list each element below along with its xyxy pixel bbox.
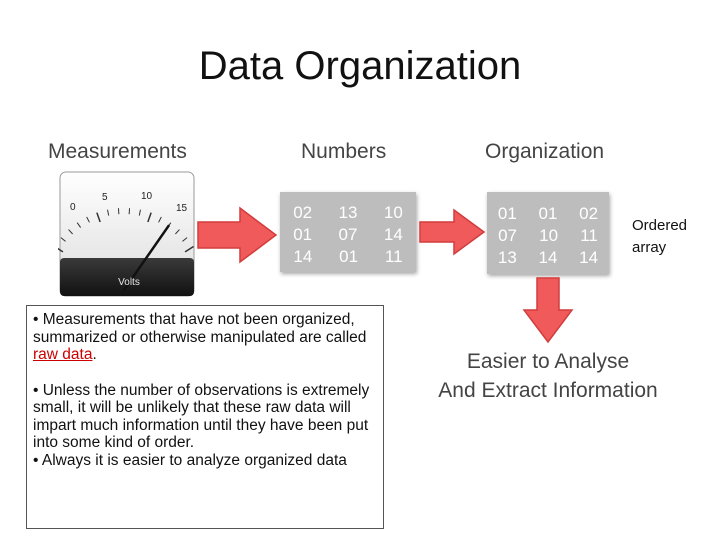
meter-tick (147, 212, 152, 223)
raw-data-term: raw data (33, 346, 93, 363)
number-cell: 01 (293, 225, 313, 244)
result-line2: And Extract Information (438, 379, 658, 402)
meter-tick (86, 216, 90, 223)
meter-needle (122, 224, 170, 292)
ordered-label-line2: array (632, 239, 667, 256)
ordered-cell: 10 (539, 226, 559, 245)
meter-scale-10: 10 (141, 191, 153, 202)
ordered-cell: 07 (498, 226, 517, 245)
numbers-row: 14 01 11 (280, 246, 416, 268)
number-cell: 10 (383, 203, 403, 222)
paragraph-raw-data-text: • Measurements that have not been organi… (33, 311, 367, 346)
meter-tick (107, 209, 110, 216)
number-cell: 01 (339, 247, 359, 266)
ordered-array-label: Ordered array (632, 215, 687, 259)
meter-tick (138, 209, 141, 216)
ordered-label-line1: Ordered (632, 217, 688, 234)
meter-tick (182, 237, 188, 242)
page-title: Data Organization (198, 44, 522, 88)
raw-numbers-box: 02 13 10 01 07 14 14 01 11 (280, 192, 416, 272)
result-caption: Easier to Analyse And Extract Informatio… (418, 347, 678, 405)
number-cell: 11 (384, 247, 403, 266)
ordered-cell: 13 (497, 248, 517, 267)
numbers-row: 02 13 10 (280, 202, 416, 224)
number-cell: 13 (338, 203, 358, 222)
ordered-cell: 14 (579, 248, 599, 267)
paragraph-raw-data-end: . (92, 346, 97, 363)
meter-tick (58, 247, 64, 253)
meter-tick (175, 229, 180, 235)
arrow-to-organization-icon (419, 208, 486, 256)
paragraph-observations: • Unless the number of observations is e… (33, 381, 370, 452)
meter-tick (158, 216, 162, 223)
measurements-heading: Measurements (48, 140, 187, 163)
ordered-row: 13 14 14 (487, 247, 609, 269)
meter-scale-0: 0 (70, 202, 76, 213)
meter-tick (184, 245, 194, 253)
number-cell: 14 (293, 247, 313, 266)
ordered-cell: 01 (538, 204, 558, 223)
paragraph-raw-data: • Measurements that have not been organi… (33, 311, 377, 364)
voltmeter-icon: 0 5 10 15 Volts (58, 171, 195, 297)
meter-scale-5: 5 (102, 192, 108, 203)
ordered-cell: 02 (579, 204, 599, 223)
number-cell: 02 (293, 203, 313, 222)
ordered-cell: 14 (538, 248, 558, 267)
numbers-row: 01 07 14 (280, 224, 416, 246)
result-line1: Easier to Analyse (466, 350, 630, 373)
ordered-cell: 01 (497, 204, 517, 223)
arrow-down-icon (522, 277, 574, 344)
ordered-numbers-box: 01 01 02 07 10 11 13 14 14 (487, 192, 609, 274)
meter-unit-label: Volts (118, 277, 140, 288)
ordered-cell: 11 (580, 226, 598, 245)
numbers-heading: Numbers (301, 140, 387, 163)
meter-tick (60, 237, 66, 242)
arrow-to-numbers-icon (197, 206, 278, 264)
ordered-row: 01 01 02 (487, 203, 609, 225)
organization-heading: Organization (485, 140, 605, 163)
explanation-text-box: • Measurements that have not been organi… (26, 305, 384, 529)
meter-tick (76, 222, 82, 228)
meter-scale-15: 15 (176, 203, 188, 214)
meter-tick (68, 229, 73, 235)
number-cell: 07 (338, 225, 358, 244)
ordered-row: 07 10 11 (487, 225, 609, 247)
paragraph-organized: • Always it is easier to analyze organiz… (33, 451, 347, 469)
number-cell: 14 (383, 225, 403, 244)
meter-tick (96, 212, 101, 223)
